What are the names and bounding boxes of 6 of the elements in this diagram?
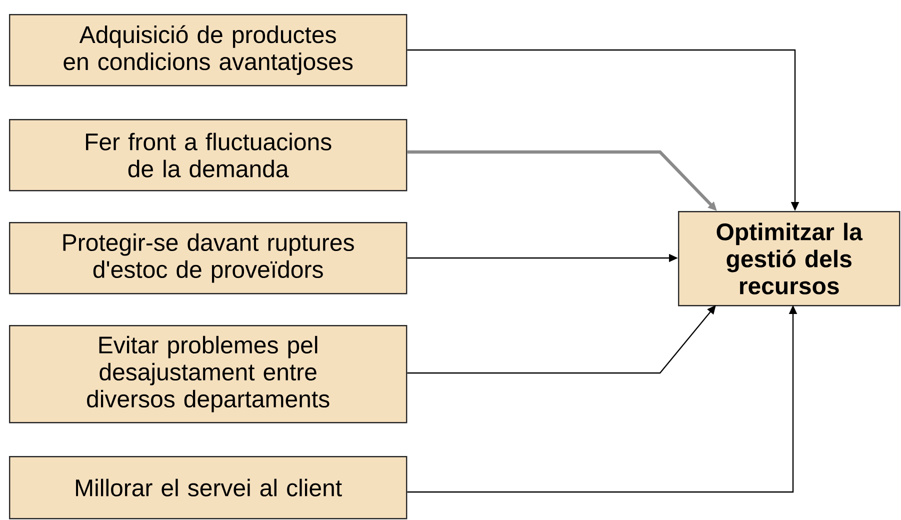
reason-box: Fer front a fluctuacions de la demanda xyxy=(9,119,408,192)
reason-box: Protegir-se davant ruptures d'estoc de proveïdors xyxy=(9,222,408,294)
reason-box: Adquisició de productes en condicions avantatjoses xyxy=(9,14,408,86)
reason-box: Evitar problemes pel desajustament entre diversos departaments xyxy=(9,325,408,424)
reason-box: Millorar el servei al client xyxy=(9,456,408,520)
goal-box: Optimitzar la gestió dels recursos xyxy=(678,211,900,306)
